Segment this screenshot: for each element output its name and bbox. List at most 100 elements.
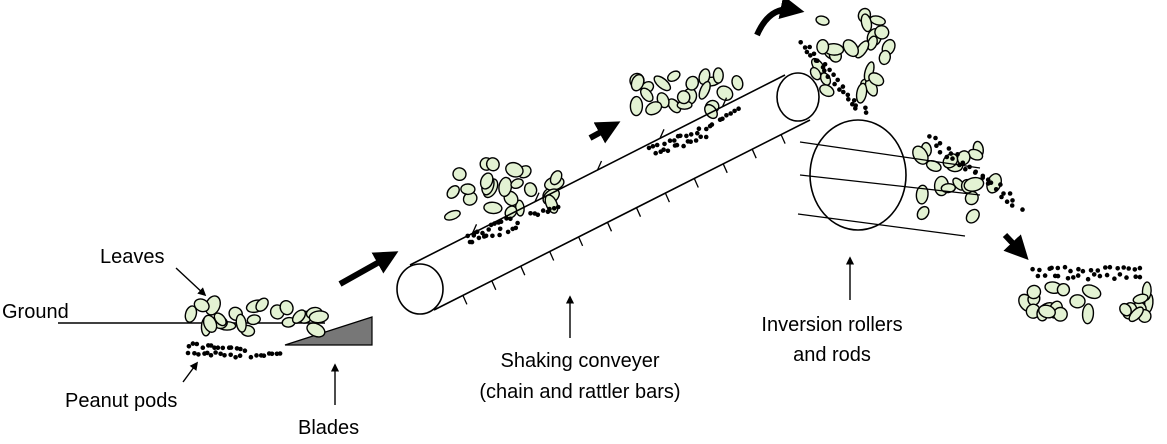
leaf	[213, 312, 227, 327]
peanut-pod	[927, 134, 932, 139]
label-shaking-conveyer-2: (chain and rattler bars)	[479, 381, 680, 403]
peanut-pod	[798, 40, 803, 45]
peanut-pod	[832, 81, 837, 87]
peanut-pod	[728, 111, 733, 116]
peanut-pod	[261, 353, 267, 359]
leaf	[498, 176, 513, 198]
peanut-pod	[1071, 275, 1076, 280]
leaf	[446, 185, 460, 199]
peanut-pod	[688, 139, 693, 144]
peanut-pod	[662, 141, 667, 147]
pointer-arrows	[175, 256, 855, 405]
peanut-pod	[1126, 266, 1131, 271]
leaf	[712, 67, 724, 84]
peanut-pod	[704, 126, 709, 132]
leaf	[716, 85, 734, 101]
peanut-pod	[1117, 272, 1123, 277]
peanut-pod	[851, 98, 857, 103]
leaf	[965, 208, 980, 224]
peanut-pod	[653, 150, 658, 156]
conveyer-front-roller	[396, 263, 444, 315]
leaf	[246, 314, 261, 326]
peanut-pod	[674, 142, 680, 148]
leaf	[816, 39, 830, 55]
leaf	[1128, 306, 1144, 323]
peanut-pod	[853, 103, 858, 108]
peanut-pod	[490, 233, 495, 239]
leaf	[940, 182, 956, 194]
peanut-pod	[1091, 272, 1097, 277]
leaf	[483, 201, 503, 215]
leaf	[523, 182, 538, 198]
peanut-pod	[822, 68, 827, 73]
leaf	[255, 297, 269, 312]
blade	[284, 316, 373, 346]
leaves-layer	[184, 7, 1154, 338]
rattler-bar	[659, 129, 665, 139]
peanut-pod	[476, 235, 482, 241]
leaf	[460, 183, 476, 196]
leaf	[860, 13, 873, 33]
peanut-pod	[998, 182, 1003, 187]
leaf	[510, 178, 524, 190]
peanut-pod	[661, 147, 666, 152]
peanut-pod	[654, 142, 660, 148]
peanut-pod	[736, 106, 741, 111]
leaf	[815, 15, 830, 26]
peanut-pod	[678, 133, 683, 139]
leaf	[874, 24, 890, 40]
peanut-pod	[1009, 203, 1015, 208]
peanut-pod	[535, 212, 541, 218]
peanut-pod	[212, 345, 217, 351]
rattler-bar	[751, 148, 757, 159]
rattler-bar	[491, 280, 497, 291]
peanut-pod	[811, 51, 817, 57]
peanut-pod	[802, 45, 808, 50]
peanut-pod	[1104, 272, 1110, 278]
leaf	[1038, 304, 1056, 319]
rattler-bar	[721, 97, 728, 107]
leaf	[202, 314, 218, 333]
peanut-pod	[1095, 268, 1101, 273]
leaf	[842, 39, 859, 58]
peanut-pod	[946, 146, 952, 151]
peanut-pod	[804, 49, 810, 55]
label-peanut-pods: Peanut pods	[65, 390, 177, 412]
leaf	[485, 157, 500, 172]
peanut-pod	[237, 353, 243, 359]
leaf	[193, 298, 210, 313]
label-ground: Ground	[2, 301, 69, 323]
inversion-rollers	[797, 119, 981, 237]
peanut-pod	[1076, 266, 1081, 272]
peanut-pod	[469, 239, 475, 245]
peanut-pod	[222, 353, 227, 358]
rattler-bar	[596, 160, 603, 171]
inversion-roller	[809, 119, 907, 231]
peanut-pod	[1062, 264, 1068, 270]
peanut-pod	[667, 138, 673, 143]
peanut-pod	[192, 351, 197, 356]
leaf	[809, 66, 822, 81]
conveyer-top-roller	[776, 72, 820, 122]
peanut-pod	[200, 345, 206, 351]
leaf	[1081, 303, 1095, 325]
peanut-pod	[835, 77, 840, 83]
peanut-pod	[555, 204, 561, 210]
peanut-pod	[508, 216, 513, 222]
peanut-pod	[807, 44, 812, 50]
rattler-bar	[606, 222, 613, 232]
peanut-pod	[218, 351, 223, 357]
peanut-pod	[1103, 265, 1108, 270]
peanut-pod	[228, 352, 233, 358]
peanut-pod	[277, 351, 283, 356]
peanut-pod	[254, 353, 259, 358]
flow-arrow-4	[1002, 232, 1029, 260]
peanut-pod	[497, 232, 502, 238]
peanut-pod	[693, 138, 699, 143]
leaf	[645, 101, 663, 116]
leaf	[1119, 302, 1132, 317]
peanut-pod	[1037, 267, 1042, 273]
leaf	[1081, 284, 1102, 300]
leaf	[630, 73, 645, 92]
leaf	[854, 40, 870, 59]
